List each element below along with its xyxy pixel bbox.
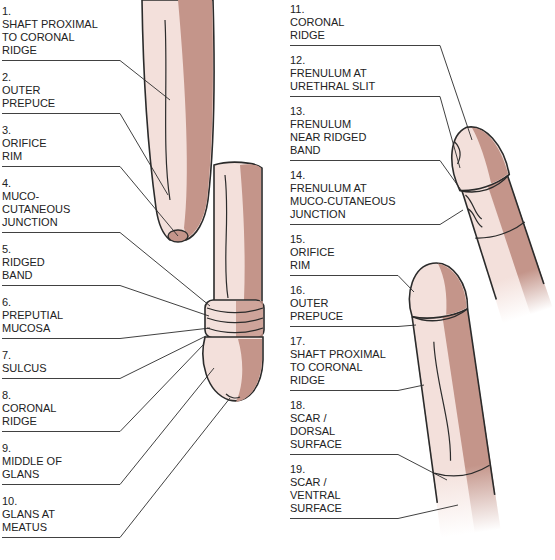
part-label: SHAFT PROXIMAL TO CORONAL RIDGE — [2, 18, 106, 57]
part-label: SCAR / VENTRAL SURFACE — [290, 476, 360, 515]
part-label: MIDDLE OF GLANS — [2, 455, 82, 481]
callout-number: 7. — [2, 349, 62, 362]
leader-line — [290, 276, 414, 293]
leader-line — [290, 97, 460, 169]
leader-line — [290, 325, 416, 327]
part-label: SCAR / DORSAL SURFACE — [290, 412, 360, 451]
part-label: SHAFT PROXIMAL TO CORONAL RIDGE — [290, 348, 394, 387]
callout-number: 1. — [2, 5, 62, 18]
leader-line — [2, 167, 178, 237]
callout-number: 19. — [290, 463, 350, 476]
leader-line — [2, 336, 206, 379]
callout-number: 17. — [290, 335, 350, 348]
callout-number: 12. — [290, 54, 350, 67]
callout-number: 2. — [2, 71, 62, 84]
callout-number: 5. — [2, 243, 62, 256]
callout-number: 11. — [290, 3, 350, 16]
part-label: RIDGED BAND — [2, 256, 62, 282]
callout-number: 9. — [2, 442, 62, 455]
callout-number: 6. — [2, 296, 62, 309]
part-label: OUTER PREPUCE — [290, 297, 360, 323]
figure-b — [203, 162, 264, 402]
leader-line — [2, 368, 214, 485]
part-label: CORONAL RIDGE — [290, 16, 360, 42]
callout-number: 13. — [290, 105, 350, 118]
part-label: ORIFICE RIM — [290, 246, 350, 272]
callout-number: 16. — [290, 284, 350, 297]
part-label: FRENULUM AT URETHRAL SLIT — [290, 67, 390, 93]
part-label: PREPUTIAL MUCOSA — [2, 309, 82, 335]
callout-number: 3. — [2, 124, 62, 137]
part-label: SULCUS — [2, 362, 82, 375]
figure-d — [403, 259, 500, 538]
leader-line — [2, 398, 230, 538]
leader-line — [2, 233, 210, 307]
part-label: FRENULUM NEAR RIDGED BAND — [290, 118, 370, 157]
part-label: GLANS AT MEATUS — [2, 508, 82, 534]
leader-line — [2, 114, 168, 196]
callout-number: 14. — [290, 169, 350, 182]
callout-number: 8. — [2, 389, 62, 402]
leader-line — [290, 385, 424, 391]
part-label: OUTER PREPUCE — [2, 84, 72, 110]
callout-number: 4. — [2, 177, 62, 190]
callout-number: 10. — [2, 495, 62, 508]
callout-number: 18. — [290, 399, 350, 412]
part-label: ORIFICE RIM — [2, 137, 62, 163]
part-label: MUCO- CUTANEOUS JUNCTION — [2, 190, 82, 229]
callout-number: 15. — [290, 233, 350, 246]
part-label: CORONAL RIDGE — [2, 402, 72, 428]
part-label: FRENULUM AT MUCO-CUTANEOUS JUNCTION — [290, 182, 400, 221]
